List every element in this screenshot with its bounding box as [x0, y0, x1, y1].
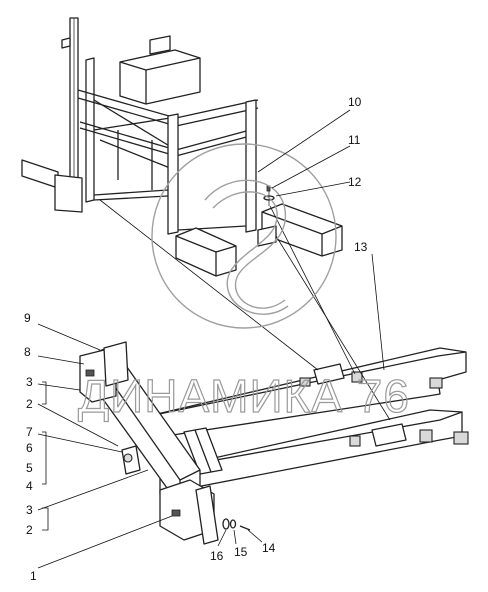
callout-labels: 10 11 12 13 9 8 3 2 7 6 5 4 3 2 1 16 15 … — [24, 95, 368, 583]
block-slot — [171, 509, 181, 517]
callout-2-upper: 2 — [26, 397, 33, 411]
callout-5: 5 — [26, 461, 33, 475]
mount-block-d — [419, 429, 433, 443]
callout-4: 4 — [26, 479, 33, 493]
rack-center-post — [167, 113, 179, 235]
callout-10: 10 — [348, 95, 362, 109]
callout-1: 1 — [30, 569, 37, 583]
callout-6: 6 — [26, 441, 33, 455]
clamp-bolt — [123, 453, 133, 463]
callout-8: 8 — [24, 345, 31, 359]
callout-12: 12 — [348, 175, 362, 189]
washer-15 — [229, 519, 237, 529]
mount-plate-front — [313, 363, 345, 385]
callout-15: 15 — [234, 545, 248, 559]
callout-2-lower: 2 — [26, 523, 33, 537]
mount-block-b — [351, 371, 363, 383]
post-bracket — [61, 37, 71, 49]
rack-left-stub — [21, 159, 59, 189]
callout-9: 9 — [24, 311, 31, 325]
callout-11: 11 — [348, 133, 361, 147]
box-tab — [149, 35, 171, 55]
upper-rack-assembly — [21, 17, 343, 277]
callout-14: 14 — [262, 541, 276, 555]
mount-block-c — [349, 435, 361, 447]
plate-9 — [103, 341, 129, 387]
rear-bracket — [453, 431, 469, 445]
callout-13: 13 — [354, 240, 368, 254]
bolt-14 — [239, 525, 251, 531]
rack-top-box — [119, 49, 201, 105]
assembly-lines — [99, 199, 391, 421]
mount-block-a — [299, 377, 311, 387]
callout-3-lower: 3 — [26, 503, 33, 517]
lower-frame-assembly — [79, 341, 469, 545]
plate-8-slot — [85, 369, 95, 377]
callout-7: 7 — [26, 425, 33, 439]
callout-leaders — [37, 109, 385, 569]
rack-right-post — [245, 99, 257, 233]
watermark-text: ДИНАМИКА 76 — [78, 370, 410, 422]
washer-16 — [222, 518, 230, 530]
mount-plate-rear — [371, 423, 407, 447]
rack-left-block — [54, 174, 83, 213]
watermark: ДИНАМИКА 76 — [77, 143, 410, 423]
callout-16: 16 — [210, 549, 224, 563]
callout-3-upper: 3 — [26, 375, 33, 389]
rack-foot-left — [175, 227, 237, 277]
end-plate — [195, 485, 219, 545]
mount-block-e — [429, 377, 443, 389]
